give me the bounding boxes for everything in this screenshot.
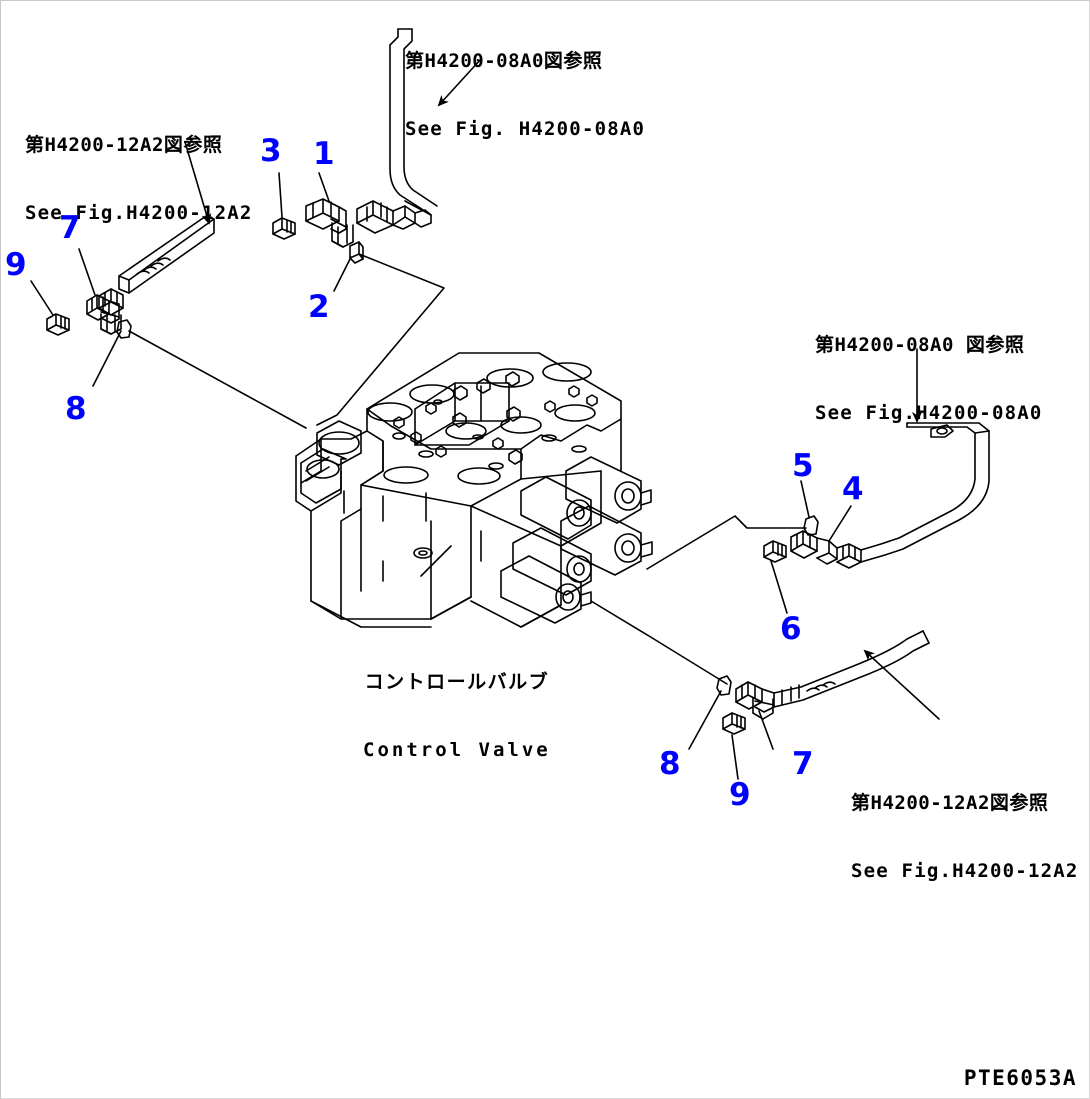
reference-bottom-right-jp: 第H4200-12A2図参照 <box>851 792 1049 815</box>
callout-8-left: 8 <box>65 391 87 427</box>
reference-upper-left-jp: 第H4200-12A2図参照 <box>25 134 223 157</box>
callout-7-left: 7 <box>59 210 81 246</box>
reference-label-upper-left: 第H4200-12A2図参照 See Fig.H4200-12A2 <box>25 91 253 268</box>
part-3-nut <box>272 217 296 240</box>
leader-4 <box>828 505 852 542</box>
reference-label-right: 第H4200-08A0 図参照 See Fig.H4200-08A0 <box>815 291 1043 468</box>
reference-bottom-right-en: See Fig.H4200-12A2 <box>851 859 1079 882</box>
reference-label-top: 第H4200-08A0図参照 See Fig. H4200-08A0 <box>405 7 645 184</box>
leader-3 <box>278 172 283 218</box>
part-1-elbow <box>305 198 354 248</box>
top-tube-assembly <box>356 28 482 234</box>
control-valve-title-en: Control Valve <box>363 739 551 762</box>
part-7-left-elbow <box>86 294 122 335</box>
callout-8-right: 8 <box>659 746 681 782</box>
control-valve-body <box>295 352 653 628</box>
right-tube-assembly <box>860 348 990 563</box>
reference-top-jp: 第H4200-08A0図参照 <box>405 50 603 73</box>
callout-7-right: 7 <box>792 746 814 782</box>
bottom-right-hose <box>773 630 940 720</box>
part-8-right-sleeve <box>716 675 732 696</box>
part-8-left-sleeve <box>116 319 132 339</box>
callout-3: 3 <box>260 133 282 169</box>
leader-7-right <box>758 710 774 750</box>
callout-2: 2 <box>308 289 330 325</box>
control-valve-title-jp: コントロールバルブ <box>364 670 550 693</box>
callout-9-left: 9 <box>5 247 27 283</box>
part-2-line <box>316 253 445 426</box>
part-8-left-line <box>128 330 307 429</box>
reference-label-bottom-right: 第H4200-12A2図参照 See Fig.H4200-12A2 <box>851 749 1079 926</box>
callout-4: 4 <box>842 471 864 507</box>
reference-upper-left-en: See Fig.H4200-12A2 <box>25 201 253 224</box>
part-8-right-line <box>590 600 728 685</box>
part-7-right-elbow <box>735 681 775 720</box>
part-4-elbow <box>790 530 862 569</box>
control-valve-title: コントロールバルブ Control Valve <box>363 627 551 807</box>
reference-right-jp: 第H4200-08A0 図参照 <box>815 334 1025 357</box>
reference-right-en: See Fig.H4200-08A0 <box>815 401 1043 424</box>
reference-top-en: See Fig. H4200-08A0 <box>405 117 646 140</box>
leader-7-left <box>78 248 96 296</box>
part-9-left-nut <box>46 313 70 336</box>
leader-6 <box>770 560 788 614</box>
leader-8-left <box>92 330 122 387</box>
callout-6: 6 <box>780 611 802 647</box>
leader-9-left <box>30 280 54 316</box>
drawing-number: PTE6053A <box>963 1066 1077 1090</box>
callout-1: 1 <box>313 136 335 172</box>
leader-1 <box>318 172 330 202</box>
part-2-sleeve <box>349 241 364 264</box>
leader-2 <box>333 256 352 292</box>
part-9-right-nut <box>722 712 746 735</box>
part-5-line <box>646 515 807 570</box>
part-6-nut <box>763 540 787 563</box>
callout-5: 5 <box>792 448 814 484</box>
leader-8-right <box>688 690 722 750</box>
leader-5 <box>800 480 810 518</box>
leader-9-right <box>731 734 739 780</box>
callout-9-right: 9 <box>729 777 751 813</box>
